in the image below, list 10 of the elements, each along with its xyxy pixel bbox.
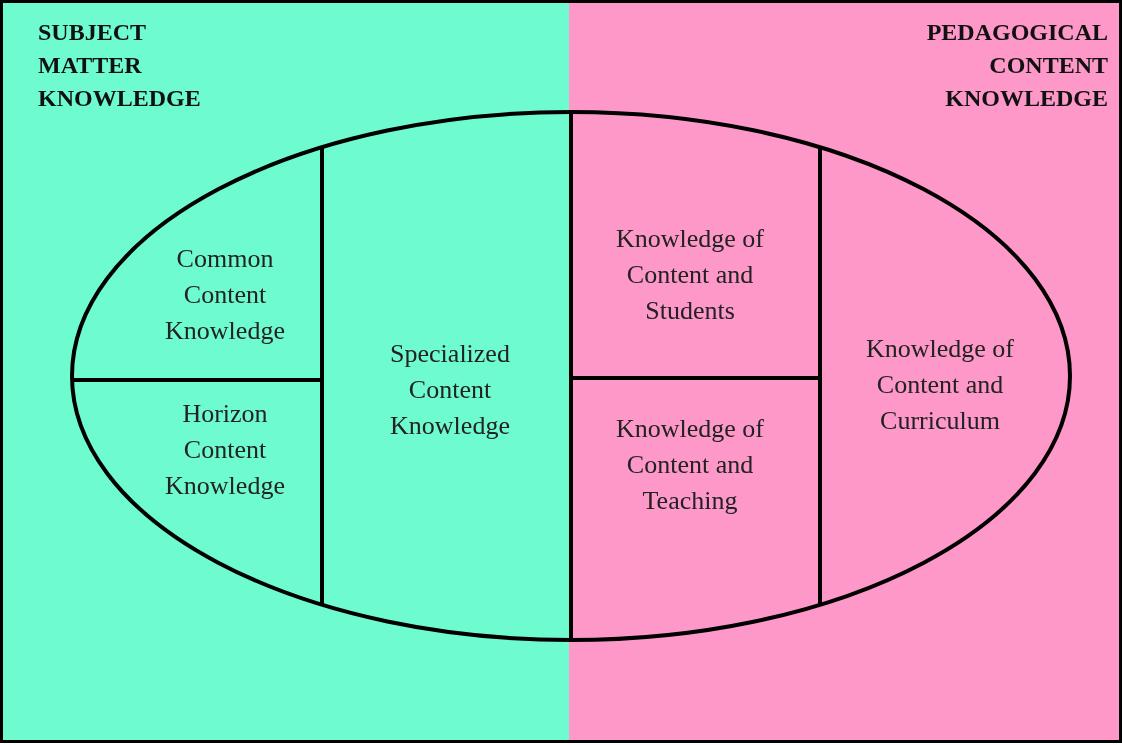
region-label: Knowledge of Content and Students [615, 223, 765, 327]
section-heading: PEDAGOGICAL CONTENT KNOWLEDGE [925, 18, 1108, 113]
panel-background [569, 0, 1122, 742]
panel-background [0, 0, 569, 742]
region-label: Specialized Content Knowledge [389, 338, 511, 442]
region-label: Knowledge of Content and Curriculum [865, 333, 1015, 437]
section-heading: SUBJECT MATTER KNOWLEDGE [38, 18, 202, 113]
region-label: Common Content Knowledge [164, 243, 286, 347]
region-label: Knowledge of Content and Teaching [615, 413, 765, 517]
region-label: Horizon Content Knowledge [164, 398, 286, 502]
